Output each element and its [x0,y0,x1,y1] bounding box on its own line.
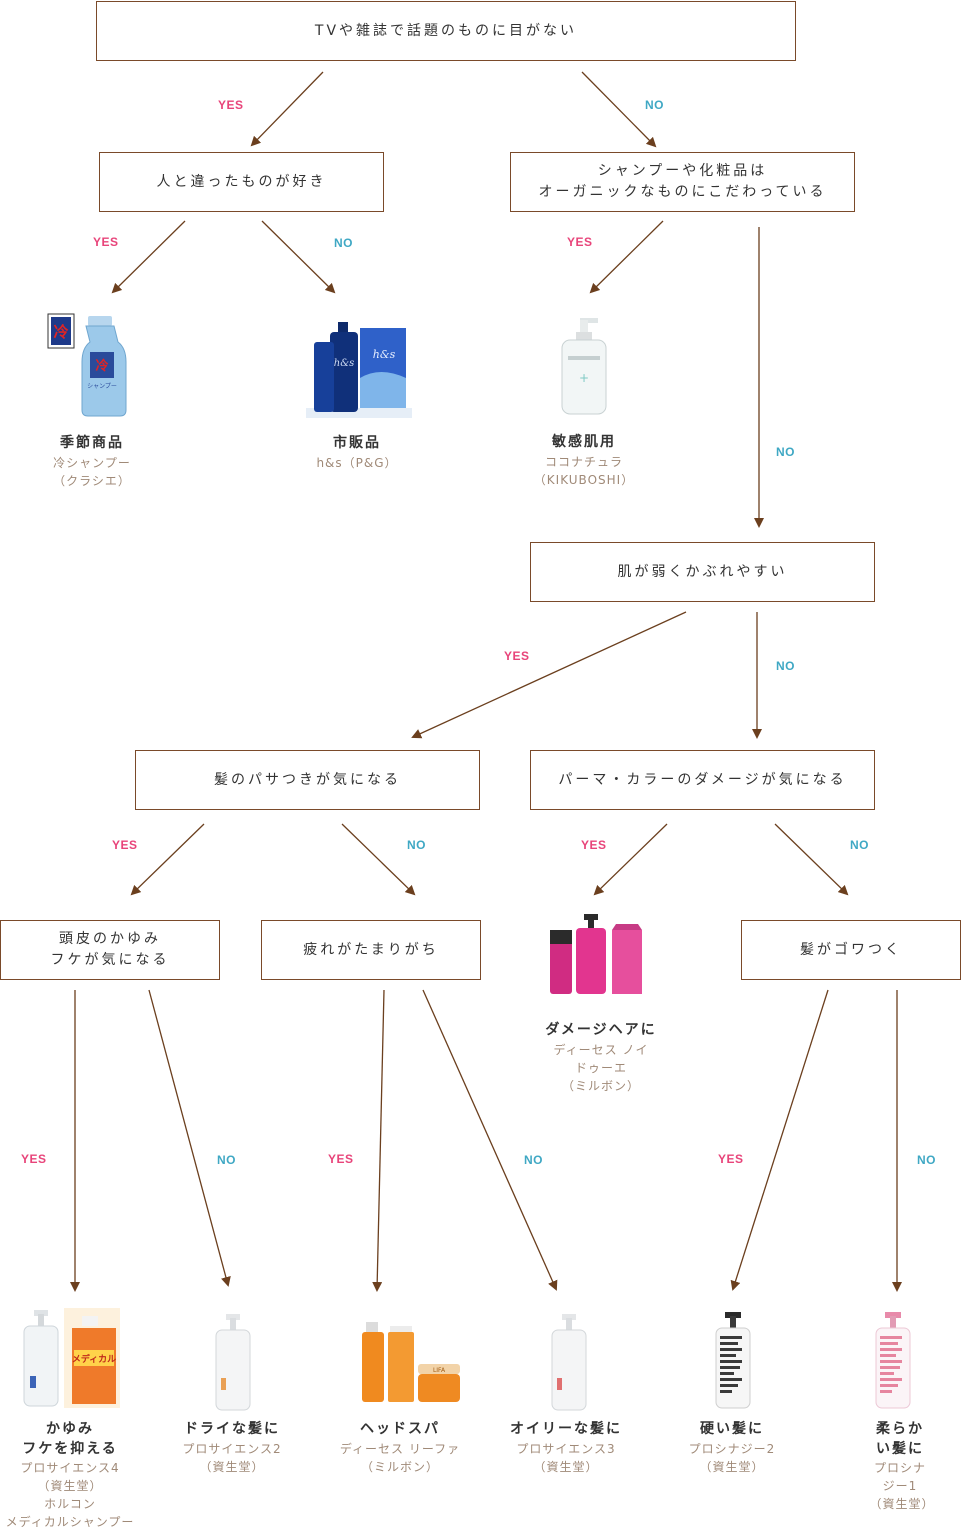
svg-text:メディカル: メディカル [72,1353,116,1365]
result-title: かゆみ フケを抑える [22,1421,118,1457]
arrow-q4-yes [411,611,687,739]
result-product: プロシナジー2 （資生堂） [688,1441,776,1474]
result-title: オイリーな髪に [510,1421,622,1437]
result-title: 市販品 [332,435,381,451]
hs-shampoo-bottles-icon: h&s h&s [306,322,412,418]
svg-text:h&s: h&s [334,358,354,369]
label-no: NO [917,1153,936,1167]
rei-badge-text: 冷 [53,323,68,341]
label-yes: YES [567,235,593,249]
question-fatigue: 疲れがたまりがち [261,920,481,980]
result-title: ヘッドスパ [359,1421,440,1437]
result-oily: オイリーな髪に プロサイエンス3 （資生堂） [510,1420,622,1476]
question-organic: シャンプーや化粧品は オーガニックなものにこだわっている [510,152,855,212]
pump-bottle-icon [715,1312,751,1409]
pump-bottle-icon [875,1312,911,1409]
result-seasonal: 季節商品 冷シャンプー （クラシエ） [53,434,131,490]
result-itch: かゆみ フケを抑える プロサイエンス4 （資生堂） ホルコン メディカルシャンプ… [6,1420,135,1531]
arrow-q2-yes [111,220,186,294]
label-yes: YES [718,1152,744,1166]
arrow-q8-no [422,989,558,1291]
arrow-q6-yes [593,823,668,896]
label-no: NO [776,445,795,459]
label-yes: YES [328,1152,354,1166]
label-yes: YES [504,649,530,663]
result-title: ダメージヘアに [545,1022,657,1038]
question-scalp-itch: 頭皮のかゆみ フケが気になる [0,920,220,980]
result-title: 硬い髪に [699,1421,764,1437]
question-stiff-hair: 髪がゴワつく [741,920,961,980]
pump-bottle-icon [551,1314,587,1411]
arrow-q5-yes [130,823,205,896]
svg-text:LIFA: LIFA [433,1367,446,1374]
svg-text:h&s: h&s [373,348,396,361]
result-headspa: ヘッドスパ ディーセス リーファ （ミルボン） [340,1420,460,1476]
result-product: プロサイエンス2 （資生堂） [182,1441,282,1474]
arrow-q6-no [774,823,849,896]
label-yes: YES [93,235,119,249]
result-hard: 硬い髪に プロシナジー2 （資生堂） [689,1420,776,1476]
result-product: ディーセス リーファ （ミルボン） [339,1441,461,1474]
rei-shampoo-bottle-icon: 冷 冷 シャンプー [47,313,127,417]
result-product: ココナチュラ （KIKUBOSHI） [533,454,635,487]
label-no: NO [850,838,869,852]
question-dry-hair: 髪のパサつきが気になる [135,750,480,810]
label-no: NO [407,838,426,852]
result-sensitive: 敏感肌用 ココナチュラ （KIKUBOSHI） [534,433,634,489]
arrow-q2-no [261,220,336,294]
pump-bottle-icon [215,1314,251,1411]
label-yes: YES [21,1152,47,1166]
result-product: ディーセス ノイ ドゥーエ （ミルボン） [553,1042,649,1093]
result-title: 敏感肌用 [551,434,616,450]
result-title: 柔らかい髪に [876,1421,924,1457]
pink-bottles-icon [550,914,642,994]
result-product: プロサイエンス3 （資生堂） [516,1441,616,1474]
result-product: プロサイエンス4 （資生堂） ホルコン メディカルシャンプー [5,1461,135,1530]
arrow-q3-yes [589,220,664,294]
orange-bottles-icon: LIFA [362,1322,460,1402]
question-trendy: TVや雑誌で話題のものに目がない [96,1,796,61]
arrow-q9-yes [730,989,829,1291]
result-product: プロシナジー1 （資生堂） [869,1461,935,1512]
arrow-q7-no [148,989,231,1287]
medical-shampoo-icon: メディカル [23,1308,120,1408]
arrow-q8-yes [372,989,385,1292]
label-yes: YES [112,838,138,852]
result-damage: ダメージヘアに ディーセス ノイ ドゥーエ （ミルボン） [545,1021,656,1095]
svg-text:冷: 冷 [95,358,108,374]
pump-bottle-icon: + [561,318,607,415]
result-title: 季節商品 [59,435,124,451]
result-dry: ドライな髪に プロサイエンス2 （資生堂） [182,1420,281,1476]
svg-text:+: + [579,371,589,385]
question-perm-color-damage: パーマ・カラーのダメージが気になる [530,750,875,810]
label-no: NO [776,659,795,673]
arrow-q1-yes [250,71,324,147]
question-unique: 人と違ったものが好き [99,152,384,212]
result-retail: 市販品 h&s（P&G） [316,434,397,472]
label-yes: YES [218,98,244,112]
arrow-q5-no [341,823,416,896]
label-no: NO [217,1153,236,1167]
result-product: h&s（P&G） [316,455,398,470]
result-soft: 柔らかい髪に プロシナジー1 （資生堂） [869,1420,935,1513]
label-no: NO [334,236,353,250]
label-no: NO [524,1153,543,1167]
question-sensitive-skin: 肌が弱くかぶれやすい [530,542,875,602]
result-product: 冷シャンプー （クラシエ） [53,455,131,488]
label-no: NO [645,98,664,112]
result-title: ドライな髪に [184,1421,280,1437]
label-yes: YES [581,838,607,852]
svg-text:シャンプー: シャンプー [87,383,117,390]
